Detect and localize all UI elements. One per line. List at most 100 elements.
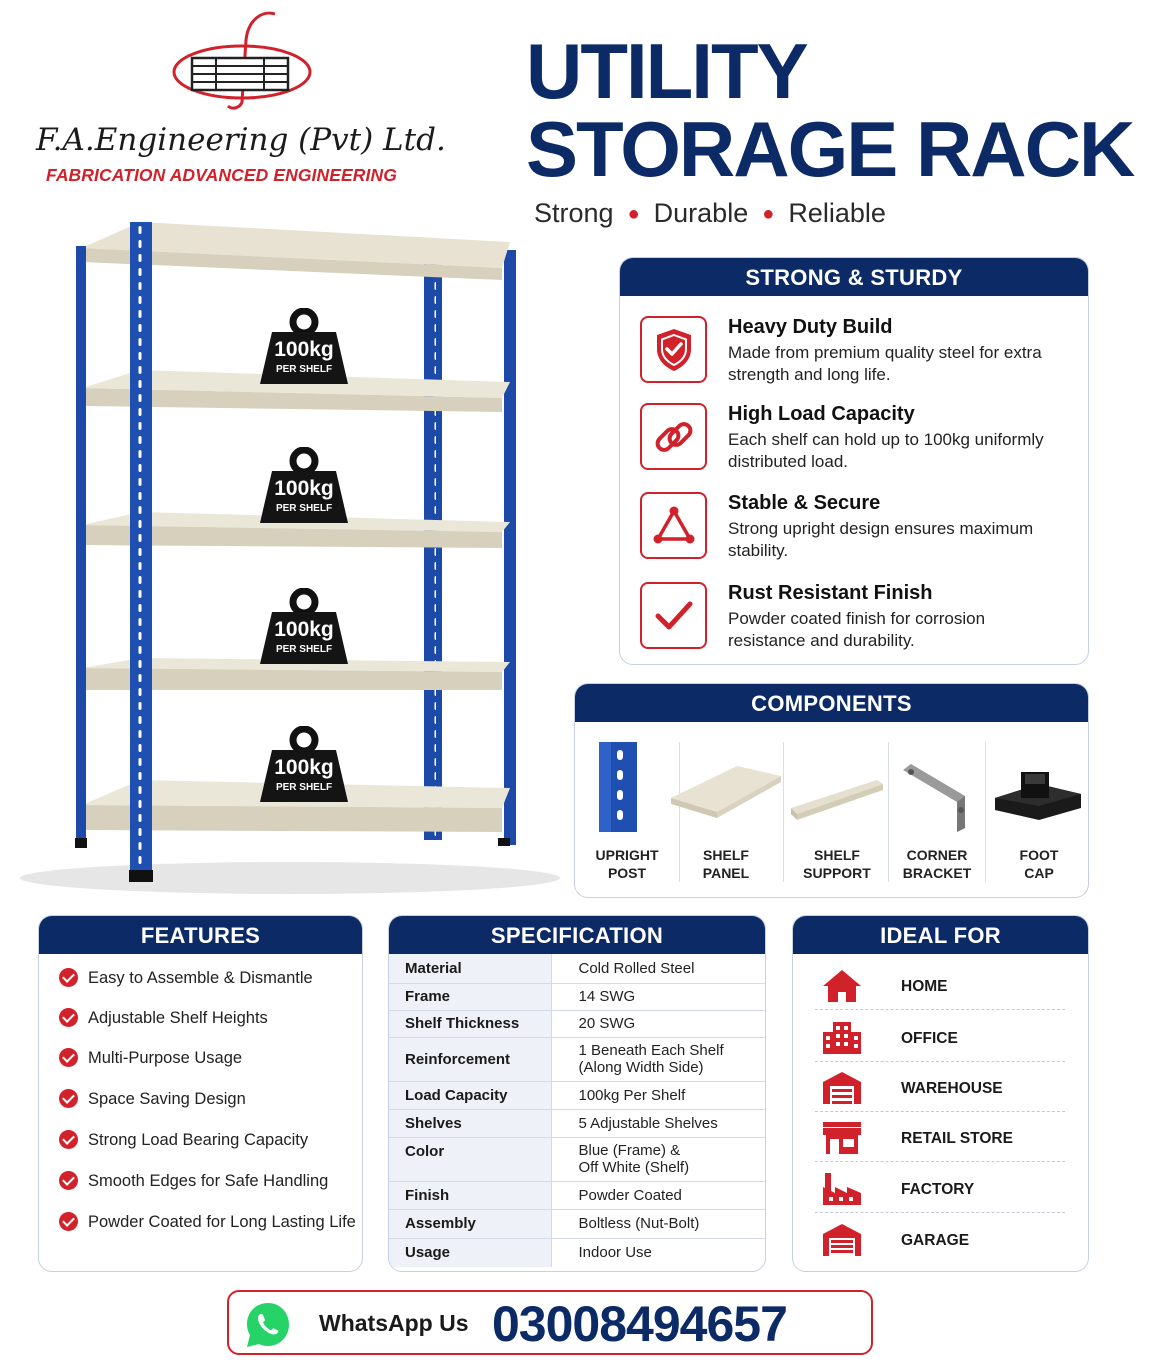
phone-number[interactable]: 03008494657 <box>492 1296 788 1352</box>
foot-cap-image <box>995 772 1081 820</box>
feature-text: Strong Load Bearing Capacity <box>88 1131 309 1149</box>
weight-badge: 100kg PER SHELF <box>258 725 350 804</box>
panel-heading: STRONG & STURDY <box>620 258 1088 296</box>
feature-item: Adjustable Shelf Heights <box>59 1008 268 1028</box>
ideal-for-item: FACTORY <box>815 1163 1065 1213</box>
warehouse-icon <box>821 1070 863 1106</box>
component-label: CORNER <box>906 847 968 863</box>
feature-text: Multi-Purpose Usage <box>88 1049 243 1067</box>
spec-key: Frame <box>389 983 552 1011</box>
office-building-icon <box>821 1020 863 1056</box>
feature-text: Space Saving Design <box>88 1090 246 1108</box>
sturdy-item-title: Stable & Secure <box>728 492 881 514</box>
spec-value-line: 1 Beneath Each Shelf <box>578 1042 724 1059</box>
check-icon <box>59 1130 78 1149</box>
qualities-line: Strong●Durable●Reliable <box>534 198 886 229</box>
ideal-for-label: HOME <box>901 978 948 995</box>
check-icon <box>59 1171 78 1190</box>
check-icon <box>59 1008 78 1027</box>
rack-illustration <box>0 210 560 900</box>
spec-value: Indoor Use <box>578 1244 652 1262</box>
spec-value: 100kg Per Shelf <box>551 1081 765 1110</box>
component-label: UPRIGHT <box>595 847 659 863</box>
ideal-for-label: GARAGE <box>901 1232 970 1249</box>
spec-key: Assembly <box>389 1209 552 1239</box>
panel-heading: FEATURES <box>39 916 362 954</box>
ideal-for-item: WAREHOUSE <box>815 1062 1065 1112</box>
panel-heading: IDEAL FOR <box>793 916 1088 954</box>
whatsapp-icon[interactable] <box>243 1300 293 1350</box>
spec-key: Finish <box>389 1181 552 1210</box>
check-icon <box>59 1089 78 1108</box>
ideal-for-label: FACTORY <box>901 1181 975 1198</box>
spec-value: 20 SWG <box>551 1010 765 1038</box>
garage-icon <box>821 1222 863 1258</box>
shelf-support-image <box>791 780 883 820</box>
weight-unit: PER SHELF <box>275 503 333 514</box>
component-label: PANEL <box>702 865 750 881</box>
chain-link-icon <box>640 403 707 470</box>
company-tagline: FABRICATION ADVANCED ENGINEERING <box>46 165 397 185</box>
check-icon <box>59 1212 78 1231</box>
component-label: CAP <box>1024 865 1054 881</box>
ideal-for-label: WAREHOUSE <box>901 1080 1003 1097</box>
checkmark-icon <box>640 582 707 649</box>
sturdy-item-desc: Made from premium quality steel for extr… <box>728 343 1042 384</box>
page-title-line2: STORAGE RACK <box>526 105 1135 193</box>
shelf-panel-image <box>671 766 781 818</box>
panel-heading: COMPONENTS <box>575 684 1088 722</box>
corner-bracket-image <box>903 764 965 832</box>
sturdy-item: Stable & Secure Strong upright design en… <box>640 492 1080 562</box>
feature-item: Multi-Purpose Usage <box>59 1048 242 1068</box>
divider <box>985 742 986 882</box>
weight-value: 100kg <box>274 756 334 779</box>
spec-value: Boltless (Nut-Bolt) <box>551 1209 765 1239</box>
whatsapp-contact-bar[interactable]: WhatsApp Us 03008494657 <box>227 1290 873 1355</box>
feature-item: Easy to Assemble & Dismantle <box>59 968 313 988</box>
component-label: SHELF <box>814 847 860 863</box>
check-icon <box>59 1048 78 1067</box>
home-icon <box>821 968 863 1004</box>
component-label: BRACKET <box>902 865 972 881</box>
component-label: SHELF <box>703 847 749 863</box>
shield-check-icon <box>640 316 707 383</box>
spec-value: Blue (Frame) &Off White (Shelf) <box>551 1137 765 1182</box>
component-shelf-support: SHELF SUPPORT <box>785 736 889 886</box>
sturdy-item: Heavy Duty Build Made from premium quali… <box>640 316 1080 386</box>
weight-unit: PER SHELF <box>275 364 333 375</box>
ideal-for-item: OFFICE <box>815 1012 1065 1062</box>
spec-key: Material <box>389 954 552 984</box>
weight-value: 100kg <box>274 618 334 641</box>
upright-post-image <box>599 742 637 832</box>
component-label: SUPPORT <box>803 865 871 881</box>
factory-icon <box>821 1171 863 1207</box>
spec-key: Load Capacity <box>389 1081 552 1110</box>
component-shelf-panel: SHELF PANEL <box>671 736 781 886</box>
feature-text: Adjustable Shelf Heights <box>88 1009 268 1027</box>
feature-text: Smooth Edges for Safe Handling <box>88 1172 329 1190</box>
spec-value: 1 Beneath Each Shelf(Along Width Side) <box>551 1037 765 1082</box>
divider <box>888 742 889 882</box>
weight-value: 100kg <box>274 477 334 500</box>
retail-store-icon <box>821 1120 863 1156</box>
weight-badge: 100kg PER SHELF <box>258 587 350 666</box>
weight-unit: PER SHELF <box>275 644 333 655</box>
spec-value-line: (Along Width Side) <box>578 1059 704 1076</box>
ideal-for-item: RETAIL STORE <box>815 1112 1065 1162</box>
spec-key: Usage <box>389 1238 552 1267</box>
check-icon <box>59 968 78 987</box>
sturdy-item: High Load Capacity Each shelf can hold u… <box>640 403 1080 473</box>
feature-text: Powder Coated for Long Lasting Life <box>88 1213 356 1231</box>
shelf-top <box>82 222 510 280</box>
sturdy-item-desc: Each shelf can hold up to 100kg uniforml… <box>728 430 1044 471</box>
quality-durable: Durable <box>653 198 749 228</box>
company-logo <box>170 10 320 110</box>
spec-key: Shelves <box>389 1109 552 1138</box>
